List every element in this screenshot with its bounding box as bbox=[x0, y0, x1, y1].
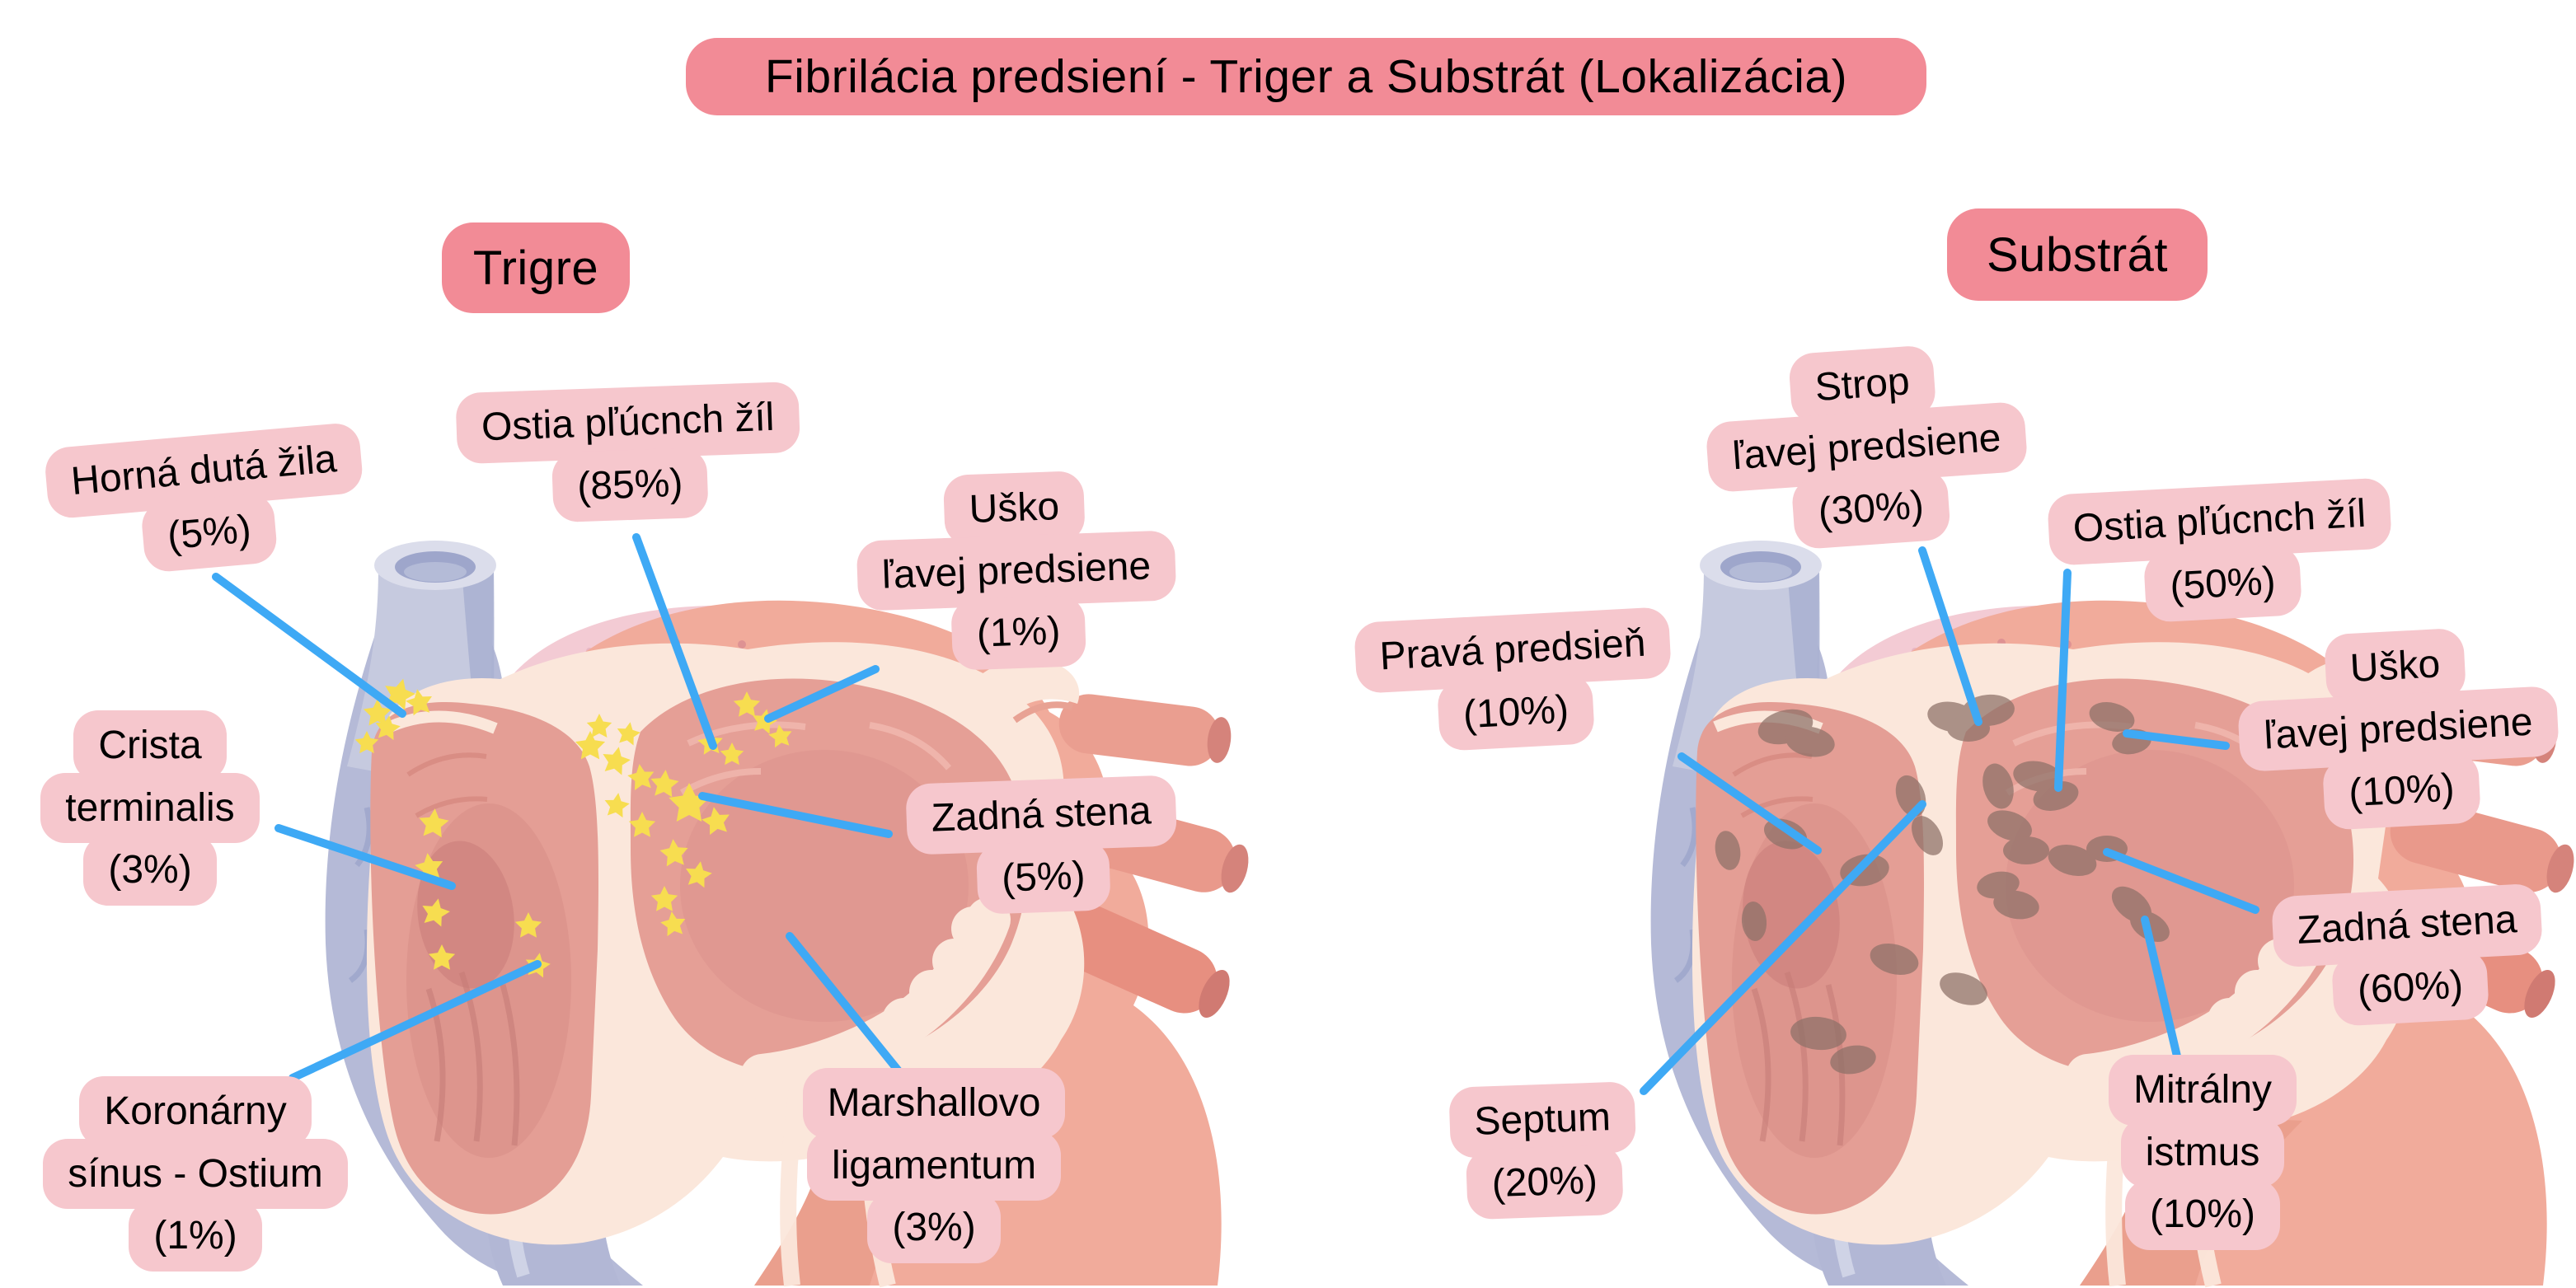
label-ostia-plucnych-zil-85: Ostia pľúcnch žíl (85%) bbox=[433, 381, 824, 527]
leader-line-mitralny-istmus bbox=[2141, 916, 2182, 1064]
label-strop-lavej-predsiene: Strop ľavej predsiene (30%) bbox=[1677, 337, 2056, 557]
leader-line-koronarny-sinus bbox=[289, 960, 542, 1082]
leader-line-ostia-85 bbox=[632, 533, 717, 750]
leader-lines bbox=[212, 533, 2259, 1095]
section-header-trigger-text: Trigre bbox=[472, 241, 599, 295]
label-usko-lavej-predsiene-1: Uško ľavej predsiene (1%) bbox=[828, 466, 1205, 674]
label-ostia-plucnych-zil-50: Ostia pľúcnch žíl (50%) bbox=[2018, 475, 2424, 629]
leader-line-crista-terminalis bbox=[274, 824, 456, 890]
section-header-substrate-text: Substrát bbox=[1987, 227, 2168, 282]
leader-line-ostia-50 bbox=[2054, 569, 2072, 792]
leader-line-prava-predsien bbox=[1677, 752, 1822, 855]
label-zadna-stena-60: Zadná stena (60%) bbox=[2241, 882, 2576, 1032]
label-prava-predsien: Pravá predsieň (10%) bbox=[1326, 605, 1703, 757]
label-zadna-stena-5: Zadná stena (5%) bbox=[881, 774, 1203, 918]
leader-line-strop bbox=[1918, 546, 1982, 726]
leader-line-zadna-stena-60 bbox=[2103, 848, 2259, 914]
page-title-text: Fibrilácia predsiení - Triger a Substrát… bbox=[764, 50, 1848, 103]
section-header-substrate: Substrát bbox=[1947, 208, 2208, 301]
label-marshallovo-ligamentum: Marshallovo ligamentum (3%) bbox=[765, 1068, 1103, 1263]
leader-line-marshallovo bbox=[786, 932, 904, 1077]
label-mitralny-istmus: Mitrálny istmus (10%) bbox=[2090, 1055, 2315, 1250]
leader-line-septum bbox=[1640, 800, 1926, 1095]
label-koronarny-sinus: Koronárny sínus - Ostium (1%) bbox=[18, 1076, 373, 1272]
leader-line-usko-1 bbox=[764, 665, 880, 723]
substrate-blob-markers bbox=[1715, 694, 2170, 1075]
leader-line-horna-duta-zila bbox=[212, 573, 406, 718]
label-usko-lavej-predsiene-10: Uško ľavej predsiene (10%) bbox=[2214, 622, 2576, 836]
leader-line-usko-10 bbox=[2123, 729, 2230, 750]
label-crista-terminalis: Crista terminalis (3%) bbox=[18, 710, 282, 906]
label-septum: Septum (20%) bbox=[1428, 1080, 1659, 1221]
leader-line-zadna-stena-5 bbox=[698, 792, 893, 838]
section-header-trigger: Trigre bbox=[442, 222, 630, 313]
page-title: Fibrilácia predsiení - Triger a Substrát… bbox=[686, 38, 1926, 115]
